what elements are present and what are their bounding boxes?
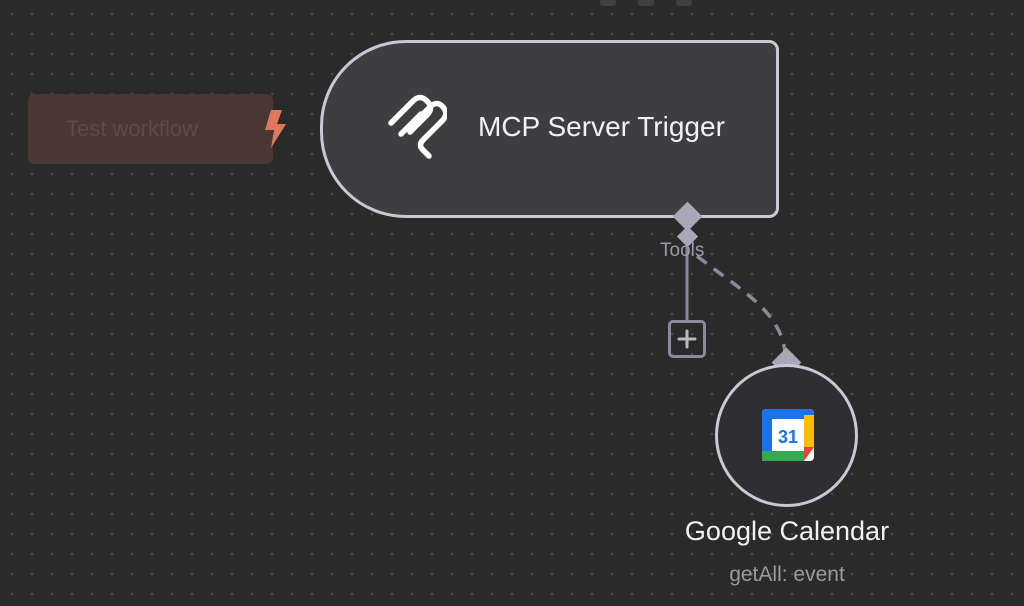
tools-connection-label: Tools: [660, 240, 705, 261]
lightning-bolt-icon: [265, 110, 286, 148]
calendar-node-subtitle: getAll: event: [729, 563, 845, 586]
google-calendar-icon: 31: [762, 409, 814, 461]
delete-icon[interactable]: [676, 0, 692, 6]
add-tool-button[interactable]: [668, 320, 706, 358]
mcp-server-trigger-node[interactable]: MCP Server Trigger: [320, 40, 779, 218]
calendar-day-number: 31: [778, 427, 798, 447]
test-workflow-button[interactable]: Test workflow: [28, 94, 273, 164]
plus-icon: [677, 329, 697, 349]
canvas-toolbar: [600, 0, 730, 8]
play-icon[interactable]: [600, 0, 616, 6]
google-calendar-node[interactable]: 31: [715, 364, 858, 507]
tools-dashed-edge: [695, 254, 787, 353]
node-title: MCP Server Trigger: [478, 111, 725, 142]
test-workflow-label: Test workflow: [66, 116, 199, 141]
reset-icon[interactable]: [638, 0, 654, 6]
mcp-icon: [388, 94, 447, 159]
calendar-node-title: Google Calendar: [684, 516, 890, 546]
